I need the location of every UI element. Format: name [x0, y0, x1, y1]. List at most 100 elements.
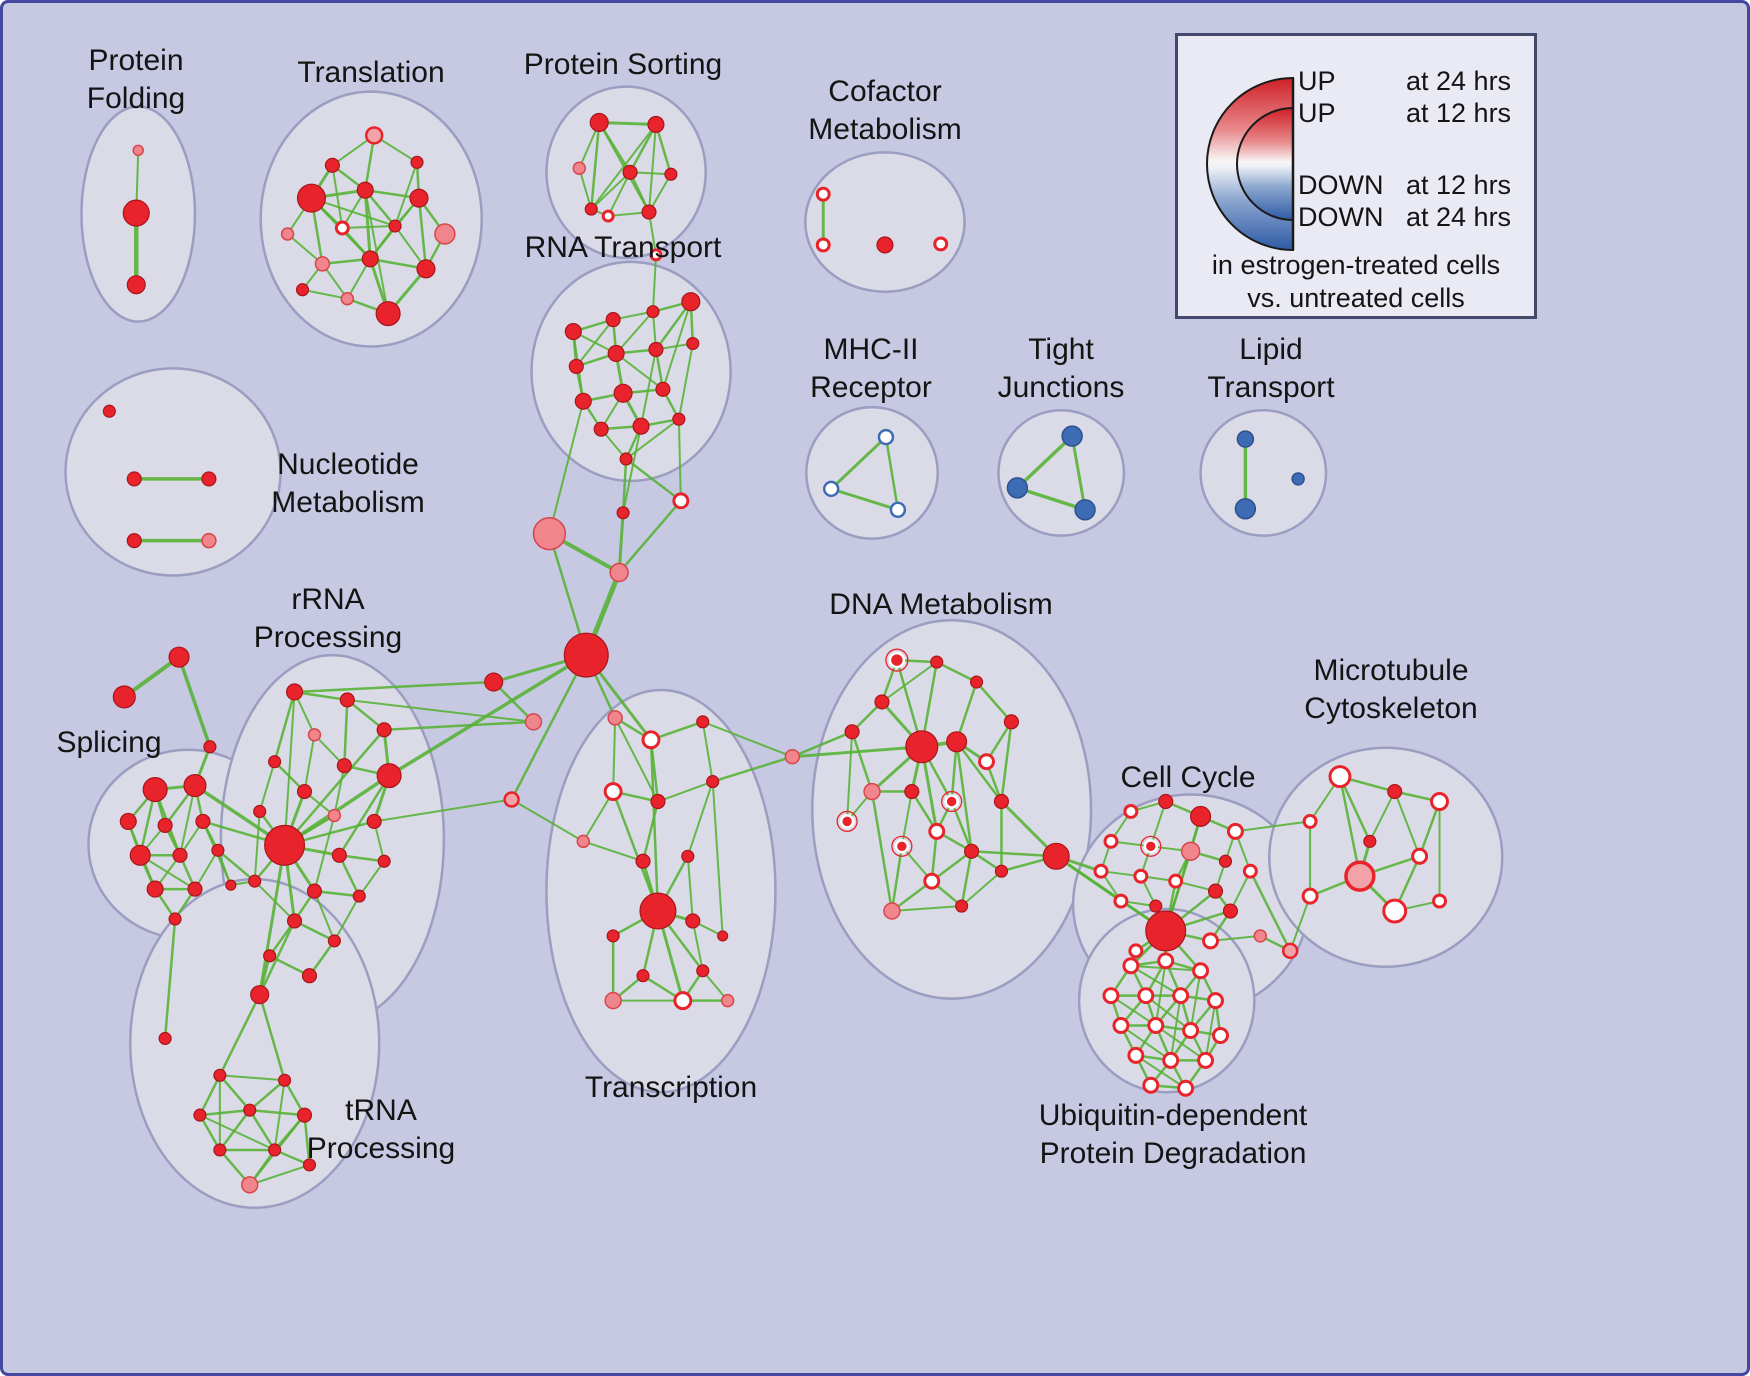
- gene-node[interactable]: [296, 183, 327, 213]
- gene-node[interactable]: [352, 889, 366, 903]
- gene-node[interactable]: [126, 533, 142, 549]
- gene-node[interactable]: [158, 1031, 172, 1046]
- gene-node[interactable]: [1112, 1017, 1130, 1034]
- gene-node[interactable]: [1122, 957, 1140, 975]
- gene-node[interactable]: [1145, 910, 1187, 952]
- gene-node[interactable]: [1432, 893, 1447, 909]
- gene-node[interactable]: [1190, 805, 1212, 827]
- gene-node[interactable]: [609, 562, 629, 583]
- gene-node[interactable]: [604, 991, 622, 1010]
- gene-node[interactable]: [146, 880, 164, 898]
- gene-node[interactable]: [877, 428, 895, 446]
- gene-node[interactable]: [366, 813, 382, 829]
- gene-node[interactable]: [784, 748, 801, 765]
- gene-node[interactable]: [356, 181, 374, 199]
- gene-node[interactable]: [1430, 792, 1449, 811]
- gene-node[interactable]: [1147, 1017, 1165, 1034]
- gene-node[interactable]: [1202, 932, 1219, 950]
- gene-node[interactable]: [301, 968, 318, 984]
- gene-node[interactable]: [263, 949, 277, 963]
- gene-node[interactable]: [844, 724, 860, 740]
- gene-node[interactable]: [364, 126, 384, 145]
- gene-node[interactable]: [686, 336, 700, 351]
- gene-node[interactable]: [1197, 1051, 1215, 1069]
- gene-node[interactable]: [376, 763, 402, 789]
- gene-node[interactable]: [1103, 833, 1119, 849]
- gene-node[interactable]: [157, 817, 173, 833]
- gene-node[interactable]: [572, 161, 587, 175]
- gene-node[interactable]: [1158, 793, 1174, 810]
- gene-node[interactable]: [1212, 1027, 1229, 1044]
- gene-node[interactable]: [129, 844, 151, 866]
- gene-node[interactable]: [1207, 883, 1224, 899]
- gene-node[interactable]: [946, 731, 968, 753]
- gene-node[interactable]: [336, 758, 352, 774]
- gene-node[interactable]: [524, 713, 543, 731]
- gene-node[interactable]: [1133, 868, 1149, 884]
- gene-node[interactable]: [1301, 887, 1319, 905]
- gene-node[interactable]: [1182, 1022, 1200, 1039]
- gene-node[interactable]: [327, 808, 342, 823]
- gene-node[interactable]: [375, 301, 401, 327]
- gene-node[interactable]: [593, 421, 609, 437]
- gene-node[interactable]: [532, 516, 567, 551]
- gene-node[interactable]: [1222, 903, 1239, 919]
- gene-node[interactable]: [1168, 873, 1184, 889]
- gene-node[interactable]: [122, 199, 150, 227]
- gene-node[interactable]: [905, 730, 939, 764]
- gene-node[interactable]: [132, 144, 144, 157]
- gene-node[interactable]: [603, 782, 623, 802]
- gene-node[interactable]: [1003, 714, 1019, 730]
- gene-node[interactable]: [286, 913, 303, 929]
- gene-node[interactable]: [641, 730, 661, 750]
- gene-node[interactable]: [195, 813, 211, 829]
- gene-node[interactable]: [928, 822, 946, 840]
- gene-node[interactable]: [1149, 899, 1163, 913]
- gene-node[interactable]: [1363, 834, 1377, 848]
- gene-node[interactable]: [1302, 813, 1318, 829]
- gene-node[interactable]: [606, 929, 620, 943]
- gene-node[interactable]: [1172, 987, 1190, 1005]
- gene-node[interactable]: [641, 204, 657, 220]
- gene-node[interactable]: [564, 322, 582, 341]
- gene-node[interactable]: [280, 227, 295, 241]
- gene-node[interactable]: [1242, 863, 1258, 879]
- gene-node[interactable]: [112, 685, 136, 709]
- gene-node[interactable]: [225, 879, 237, 891]
- gene-node[interactable]: [434, 223, 456, 245]
- gene-node[interactable]: [648, 341, 664, 358]
- gene-node[interactable]: [1218, 854, 1233, 868]
- gene-node[interactable]: [944, 794, 959, 809]
- gene-node[interactable]: [1382, 898, 1408, 924]
- gene-node[interactable]: [632, 417, 650, 435]
- gene-node[interactable]: [211, 843, 225, 857]
- gene-node[interactable]: [978, 753, 995, 771]
- gene-node[interactable]: [1113, 893, 1129, 909]
- gene-node[interactable]: [250, 985, 270, 1005]
- gene-node[interactable]: [416, 259, 436, 279]
- gene-node[interactable]: [1344, 860, 1376, 892]
- gene-node[interactable]: [672, 412, 686, 426]
- gene-node[interactable]: [361, 250, 379, 268]
- gene-node[interactable]: [904, 783, 920, 800]
- gene-node[interactable]: [655, 381, 671, 397]
- gene-node[interactable]: [568, 358, 584, 374]
- gene-node[interactable]: [340, 291, 355, 306]
- gene-node[interactable]: [119, 812, 137, 830]
- gene-node[interactable]: [1006, 477, 1029, 499]
- gene-node[interactable]: [613, 383, 633, 403]
- gene-node[interactable]: [681, 849, 695, 863]
- gene-node[interactable]: [664, 167, 678, 181]
- gene-node[interactable]: [622, 164, 638, 180]
- gene-node[interactable]: [203, 740, 217, 754]
- gene-node[interactable]: [410, 155, 424, 169]
- gene-node[interactable]: [314, 256, 331, 272]
- gene-node[interactable]: [172, 847, 188, 863]
- gene-node[interactable]: [563, 632, 609, 678]
- gene-node[interactable]: [863, 782, 881, 801]
- gene-node[interactable]: [1142, 1076, 1160, 1094]
- gene-node[interactable]: [324, 157, 340, 173]
- gene-node[interactable]: [339, 692, 355, 708]
- gene-node[interactable]: [1128, 943, 1144, 959]
- gene-node[interactable]: [484, 672, 504, 692]
